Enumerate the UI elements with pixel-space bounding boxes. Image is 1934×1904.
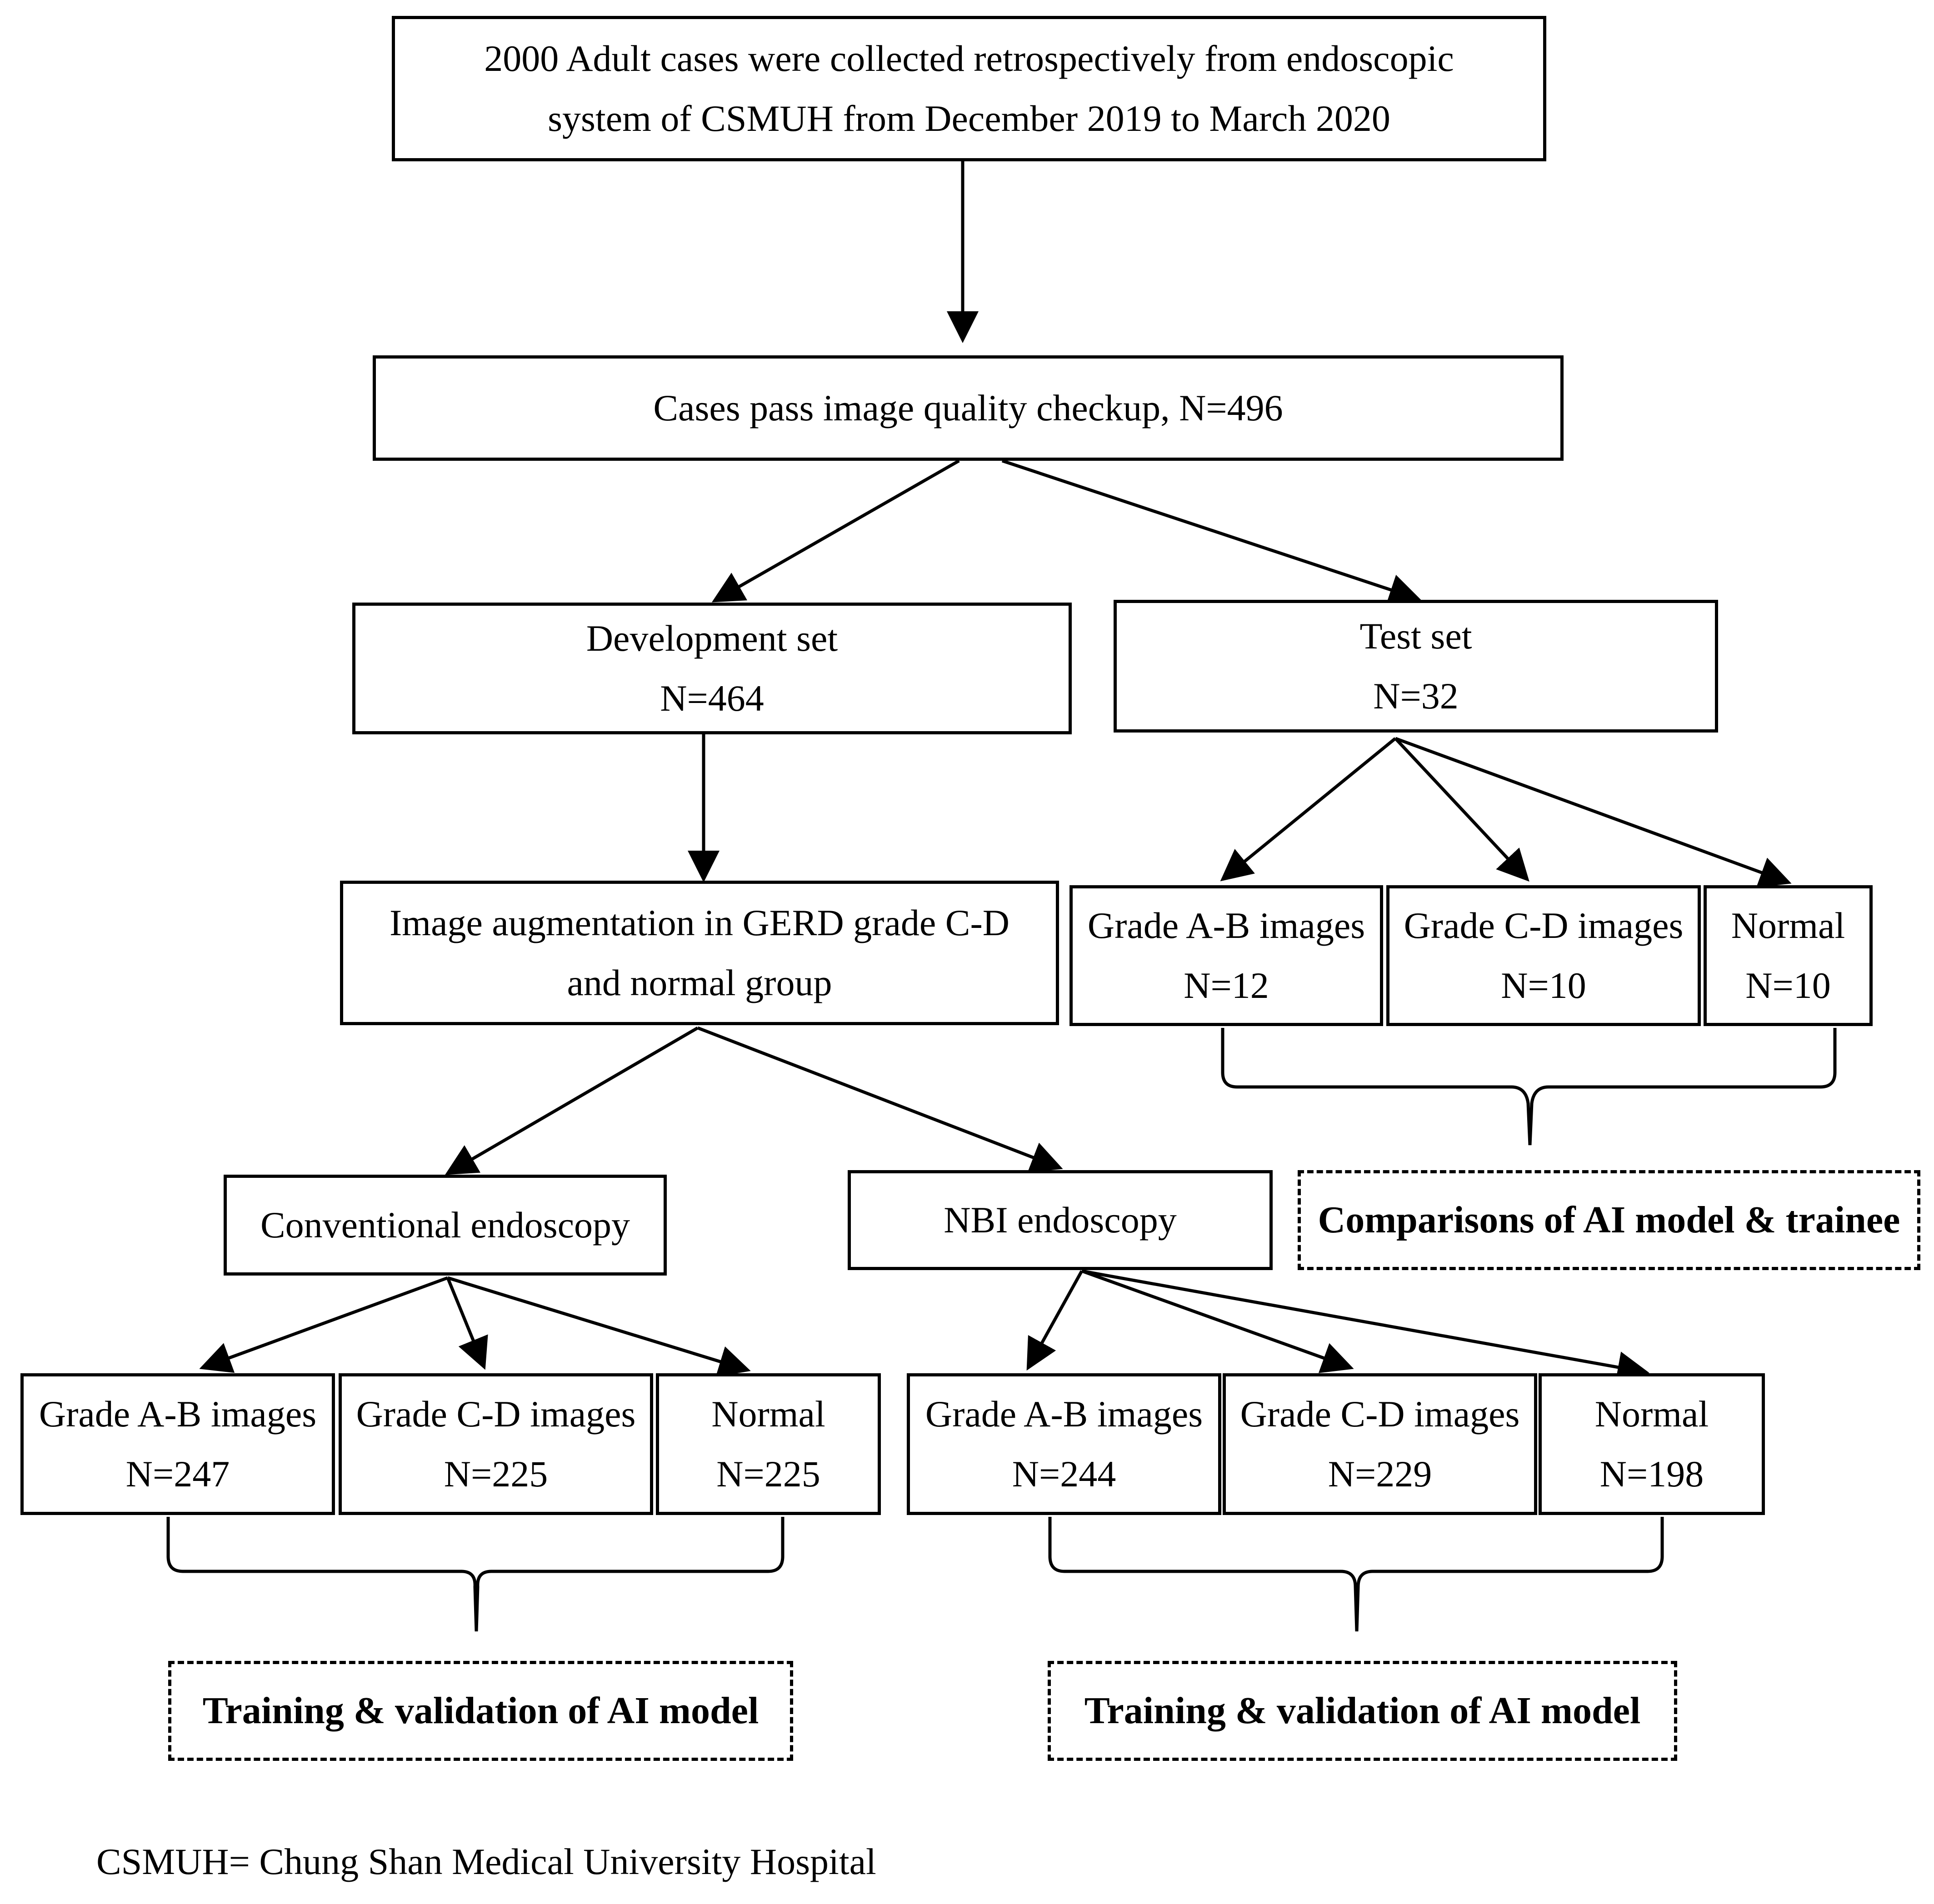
brace-nbi-groups (1048, 1517, 1664, 1632)
brace-test-groups (1221, 1028, 1837, 1146)
arrow-quality-to-test (1001, 459, 1421, 605)
arrow-quality-to-development (711, 459, 960, 603)
conventional-grade-cd-count: N=225 (444, 1453, 548, 1495)
test-set-box: Test set N=32 (1114, 600, 1718, 733)
nbi-endoscopy-box: NBI endoscopy (848, 1170, 1273, 1270)
test-normal-count: N=10 (1745, 965, 1831, 1006)
arrow-conventional-to-grade-cd (446, 1277, 488, 1370)
conventional-endoscopy-label: Conventional endoscopy (260, 1204, 630, 1246)
arrow-test-to-grade-cd (1394, 737, 1529, 882)
source-cases-line1: 2000 Adult cases were collected retrospe… (484, 38, 1454, 79)
nbi-grade-ab-count: N=244 (1012, 1453, 1116, 1495)
test-set-title: Test set (1359, 615, 1472, 657)
test-grade-cd-box: Grade C-D images N=10 (1386, 885, 1701, 1026)
test-grade-ab-count: N=12 (1184, 965, 1269, 1006)
training-validation-right-box: Training & validation of AI model (1048, 1661, 1677, 1761)
arrow-nbi-to-grade-ab (1026, 1270, 1084, 1371)
source-cases-box: 2000 Adult cases were collected retrospe… (392, 16, 1546, 161)
footnote: CSMUH= Chung Shan Medical University Hos… (96, 1841, 876, 1882)
nbi-grade-ab-title: Grade A-B images (925, 1393, 1203, 1435)
quality-checkup-label: Cases pass image quality checkup, N=496 (653, 387, 1283, 429)
arrow-augmentation-to-nbi (697, 1026, 1063, 1172)
nbi-normal-count: N=198 (1599, 1453, 1704, 1495)
augmentation-line1: Image augmentation in GERD grade C-D (389, 902, 1009, 943)
nbi-grade-cd-box: Grade C-D images N=229 (1223, 1373, 1537, 1515)
test-grade-cd-title: Grade C-D images (1404, 905, 1684, 946)
arrow-nbi-to-normal (1081, 1269, 1649, 1383)
development-set-title: Development set (586, 618, 838, 659)
augmentation-line2: and normal group (567, 962, 832, 1003)
training-validation-left-label: Training & validation of AI model (202, 1690, 759, 1732)
augmentation-box: Image augmentation in GERD grade C-D and… (340, 881, 1059, 1025)
comparison-label: Comparisons of AI model & trainee (1318, 1199, 1900, 1241)
nbi-normal-box: Normal N=198 (1539, 1373, 1765, 1515)
development-set-box: Development set N=464 (352, 603, 1072, 734)
conventional-normal-count: N=225 (716, 1453, 820, 1495)
nbi-endoscopy-label: NBI endoscopy (944, 1199, 1177, 1241)
arrow-augmentation-to-conventional (445, 1026, 699, 1175)
conventional-normal-title: Normal (711, 1393, 825, 1435)
arrow-test-to-normal (1394, 737, 1792, 888)
test-grade-cd-count: N=10 (1501, 965, 1586, 1006)
training-validation-left-box: Training & validation of AI model (168, 1661, 793, 1761)
source-cases-line2: system of CSMUH from December 2019 to Ma… (548, 98, 1390, 139)
test-normal-title: Normal (1731, 905, 1845, 946)
conventional-grade-ab-title: Grade A-B images (39, 1393, 317, 1435)
conventional-grade-ab-count: N=247 (125, 1453, 230, 1495)
arrow-conventional-to-grade-ab (199, 1276, 449, 1373)
nbi-grade-cd-title: Grade C-D images (1240, 1393, 1520, 1435)
quality-checkup-box: Cases pass image quality checkup, N=496 (373, 355, 1564, 461)
conventional-grade-cd-box: Grade C-D images N=225 (339, 1373, 653, 1515)
nbi-grade-ab-box: Grade A-B images N=244 (907, 1373, 1221, 1515)
arrow-conventional-to-normal (447, 1276, 751, 1377)
conventional-grade-ab-box: Grade A-B images N=247 (20, 1373, 335, 1515)
conventional-endoscopy-box: Conventional endoscopy (224, 1175, 667, 1276)
conventional-grade-cd-title: Grade C-D images (356, 1393, 636, 1435)
test-grade-ab-box: Grade A-B images N=12 (1069, 885, 1383, 1026)
test-set-count: N=32 (1373, 675, 1459, 717)
training-validation-right-label: Training & validation of AI model (1084, 1690, 1641, 1732)
brace-conventional-groups (166, 1517, 785, 1632)
development-set-count: N=464 (660, 678, 764, 719)
test-grade-ab-title: Grade A-B images (1087, 905, 1365, 946)
nbi-normal-title: Normal (1594, 1393, 1709, 1435)
comparison-box: Comparisons of AI model & trainee (1298, 1170, 1920, 1270)
nbi-grade-cd-count: N=229 (1328, 1453, 1432, 1495)
conventional-normal-box: Normal N=225 (656, 1373, 881, 1515)
arrow-test-to-grade-ab (1220, 737, 1397, 882)
arrow-nbi-to-grade-cd (1081, 1269, 1354, 1373)
test-normal-box: Normal N=10 (1704, 885, 1873, 1026)
